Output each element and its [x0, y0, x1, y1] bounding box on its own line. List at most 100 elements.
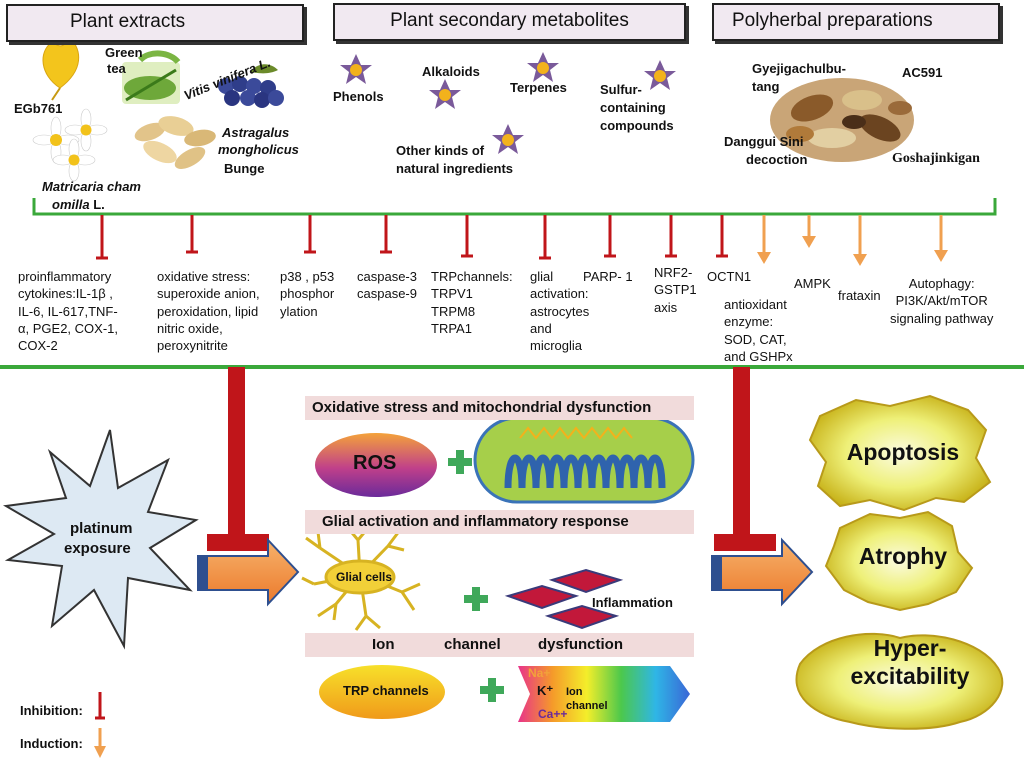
plus-icon [448, 450, 472, 474]
outcome-arrow [711, 537, 814, 607]
header-plant-extracts-label: Plant extracts [70, 11, 186, 32]
header-secondary-metabolites: Plant secondary metabolites [333, 3, 686, 41]
label-ca: Ca++ [538, 707, 568, 721]
inhibition-markers [96, 215, 728, 260]
plus-icon [464, 587, 488, 611]
label-phenols: Phenols [333, 89, 384, 104]
effect-ampk: AMPK [794, 276, 831, 291]
mitochondrion-icon [473, 416, 695, 504]
label-trp-channels: TRP channels [343, 683, 429, 698]
glial-cell-icon [301, 527, 421, 631]
label-matricaria-2: omilla [52, 197, 90, 212]
induction-legend-icon [94, 728, 106, 758]
effect-p38: p38 , p53 phosphor ylation [280, 269, 335, 319]
label-ac591: AC591 [902, 65, 943, 80]
label-other-1: Other kinds of [396, 143, 485, 158]
label-astragalus-2: mongholicus [218, 142, 299, 157]
label-ion-channel-1: Ion [566, 686, 583, 698]
outcome-hyper-1: Hyper- [873, 635, 947, 661]
label-danggui-2: decoction [746, 152, 808, 167]
effect-antioxidant: antioxidant enzyme: SOD, CAT, and GSHPx [724, 297, 793, 364]
legend-induction: Induction: [20, 736, 83, 751]
label-k: K⁺ [537, 683, 554, 698]
outcome-hyper-2: excitability [850, 663, 970, 689]
big-inhibition-right [714, 367, 776, 551]
label-green-tea-1: Green [105, 45, 143, 60]
agents-bracket [32, 198, 997, 216]
flower-icon [527, 52, 559, 82]
label-sulfur-3: compounds [600, 118, 674, 133]
effect-oxidative: oxidative stress: superoxide anion, pero… [157, 269, 260, 354]
title-glial: Glial activation and inflammatory respon… [322, 513, 629, 530]
astragalus-slices-image [132, 110, 222, 172]
outcome-atrophy: Atrophy [858, 543, 948, 569]
atrophy-blob [824, 510, 974, 612]
ion-channel-shape [518, 666, 690, 722]
ginkgo-leaf-image [42, 37, 80, 101]
induction-markers [757, 215, 948, 266]
label-glial-cells: Glial cells [336, 570, 393, 584]
label-ros: ROS [353, 452, 397, 474]
label-matricaria-3: L. [93, 197, 105, 212]
flower-icon [340, 54, 372, 84]
title-ion-3: dysfunction [538, 636, 623, 653]
label-matricaria-1: Matricaria cham [42, 179, 141, 194]
outcome-apoptosis: Apoptosis [846, 439, 960, 465]
exposure-starburst [2, 429, 199, 650]
label-alkaloids: Alkaloids [422, 64, 480, 79]
label-green-tea-2: tea [107, 61, 126, 76]
flower-icon [492, 124, 524, 154]
effect-octn1: OCTN1 [707, 269, 752, 284]
effect-cytokines: proinflammatory cytokines:IL-1β , IL-6, … [18, 269, 118, 354]
title-oxidative: Oxidative stress and mitochondrial dysfu… [312, 399, 652, 416]
effect-caspase: caspase-3 caspase-9 [357, 269, 417, 302]
exposure-arrow [197, 537, 300, 607]
header-polyherbal: Polyherbal preparations [712, 3, 1000, 41]
herbs-image [770, 78, 914, 162]
inflammation-diamonds [504, 568, 624, 630]
label-terpenes: Terpenes [510, 80, 567, 95]
effect-parp: PARP- 1 [583, 269, 633, 284]
title-ion-2: channel [444, 636, 501, 653]
legend-inhibition: Inhibition: [20, 703, 83, 718]
trp-ellipse [319, 665, 445, 719]
effect-frataxin: frataxin [838, 288, 881, 303]
label-gyejigachulbu-2: tang [752, 79, 780, 94]
effect-autophagy: Autophagy: PI3K/Akt/mTOR signaling pathw… [890, 276, 994, 326]
chamomile-image [32, 108, 108, 182]
label-matricaria-2-3: omilla L. [52, 197, 105, 213]
flower-icon [429, 79, 461, 109]
effect-trp: TRPchannels: TRPV1 TRPM8 TRPA1 [431, 269, 513, 336]
band-oxidative [305, 396, 694, 420]
ros-ellipse [315, 433, 437, 497]
label-sulfur-2: containing [600, 100, 666, 115]
band-glial [305, 510, 694, 534]
effect-glial: glial activation: astrocytes and microgl… [530, 269, 590, 354]
big-inhibition-left [207, 367, 269, 551]
apoptosis-blob [808, 394, 992, 512]
inhibition-legend-icon [95, 692, 105, 720]
exposure-line1: platinum [70, 520, 133, 537]
label-na: Na+ [528, 666, 551, 680]
label-goshajinkigan: Goshajinkigan [892, 151, 980, 166]
green-tea-image [122, 50, 181, 104]
label-inflammation: Inflammation [592, 595, 673, 610]
label-gyejigachulbu-1: Gyejigachulbu- [752, 61, 846, 76]
hyperexcitability-blob [795, 632, 1004, 730]
exposure-line2: exposure [64, 540, 131, 557]
flower-icon [644, 60, 676, 90]
header-secondary-metabolites-label: Plant secondary metabolites [390, 10, 629, 31]
band-ion [305, 633, 694, 657]
label-other-2: natural ingredients [396, 161, 514, 176]
header-plant-extracts: Plant extracts [6, 4, 304, 42]
label-sulfur-1: Sulfur- [600, 82, 642, 97]
title-ion-1: Ion [372, 636, 395, 653]
label-astragalus-3: Bunge [224, 161, 265, 176]
effect-nrf2: NRF2- GSTP1 axis [654, 265, 697, 315]
header-polyherbal-label: Polyherbal preparations [732, 10, 933, 31]
label-astragalus-1: Astragalus [222, 125, 290, 140]
label-ion-channel-2: channel [566, 700, 608, 712]
label-danggui-1: Danggui Sini [724, 134, 804, 149]
